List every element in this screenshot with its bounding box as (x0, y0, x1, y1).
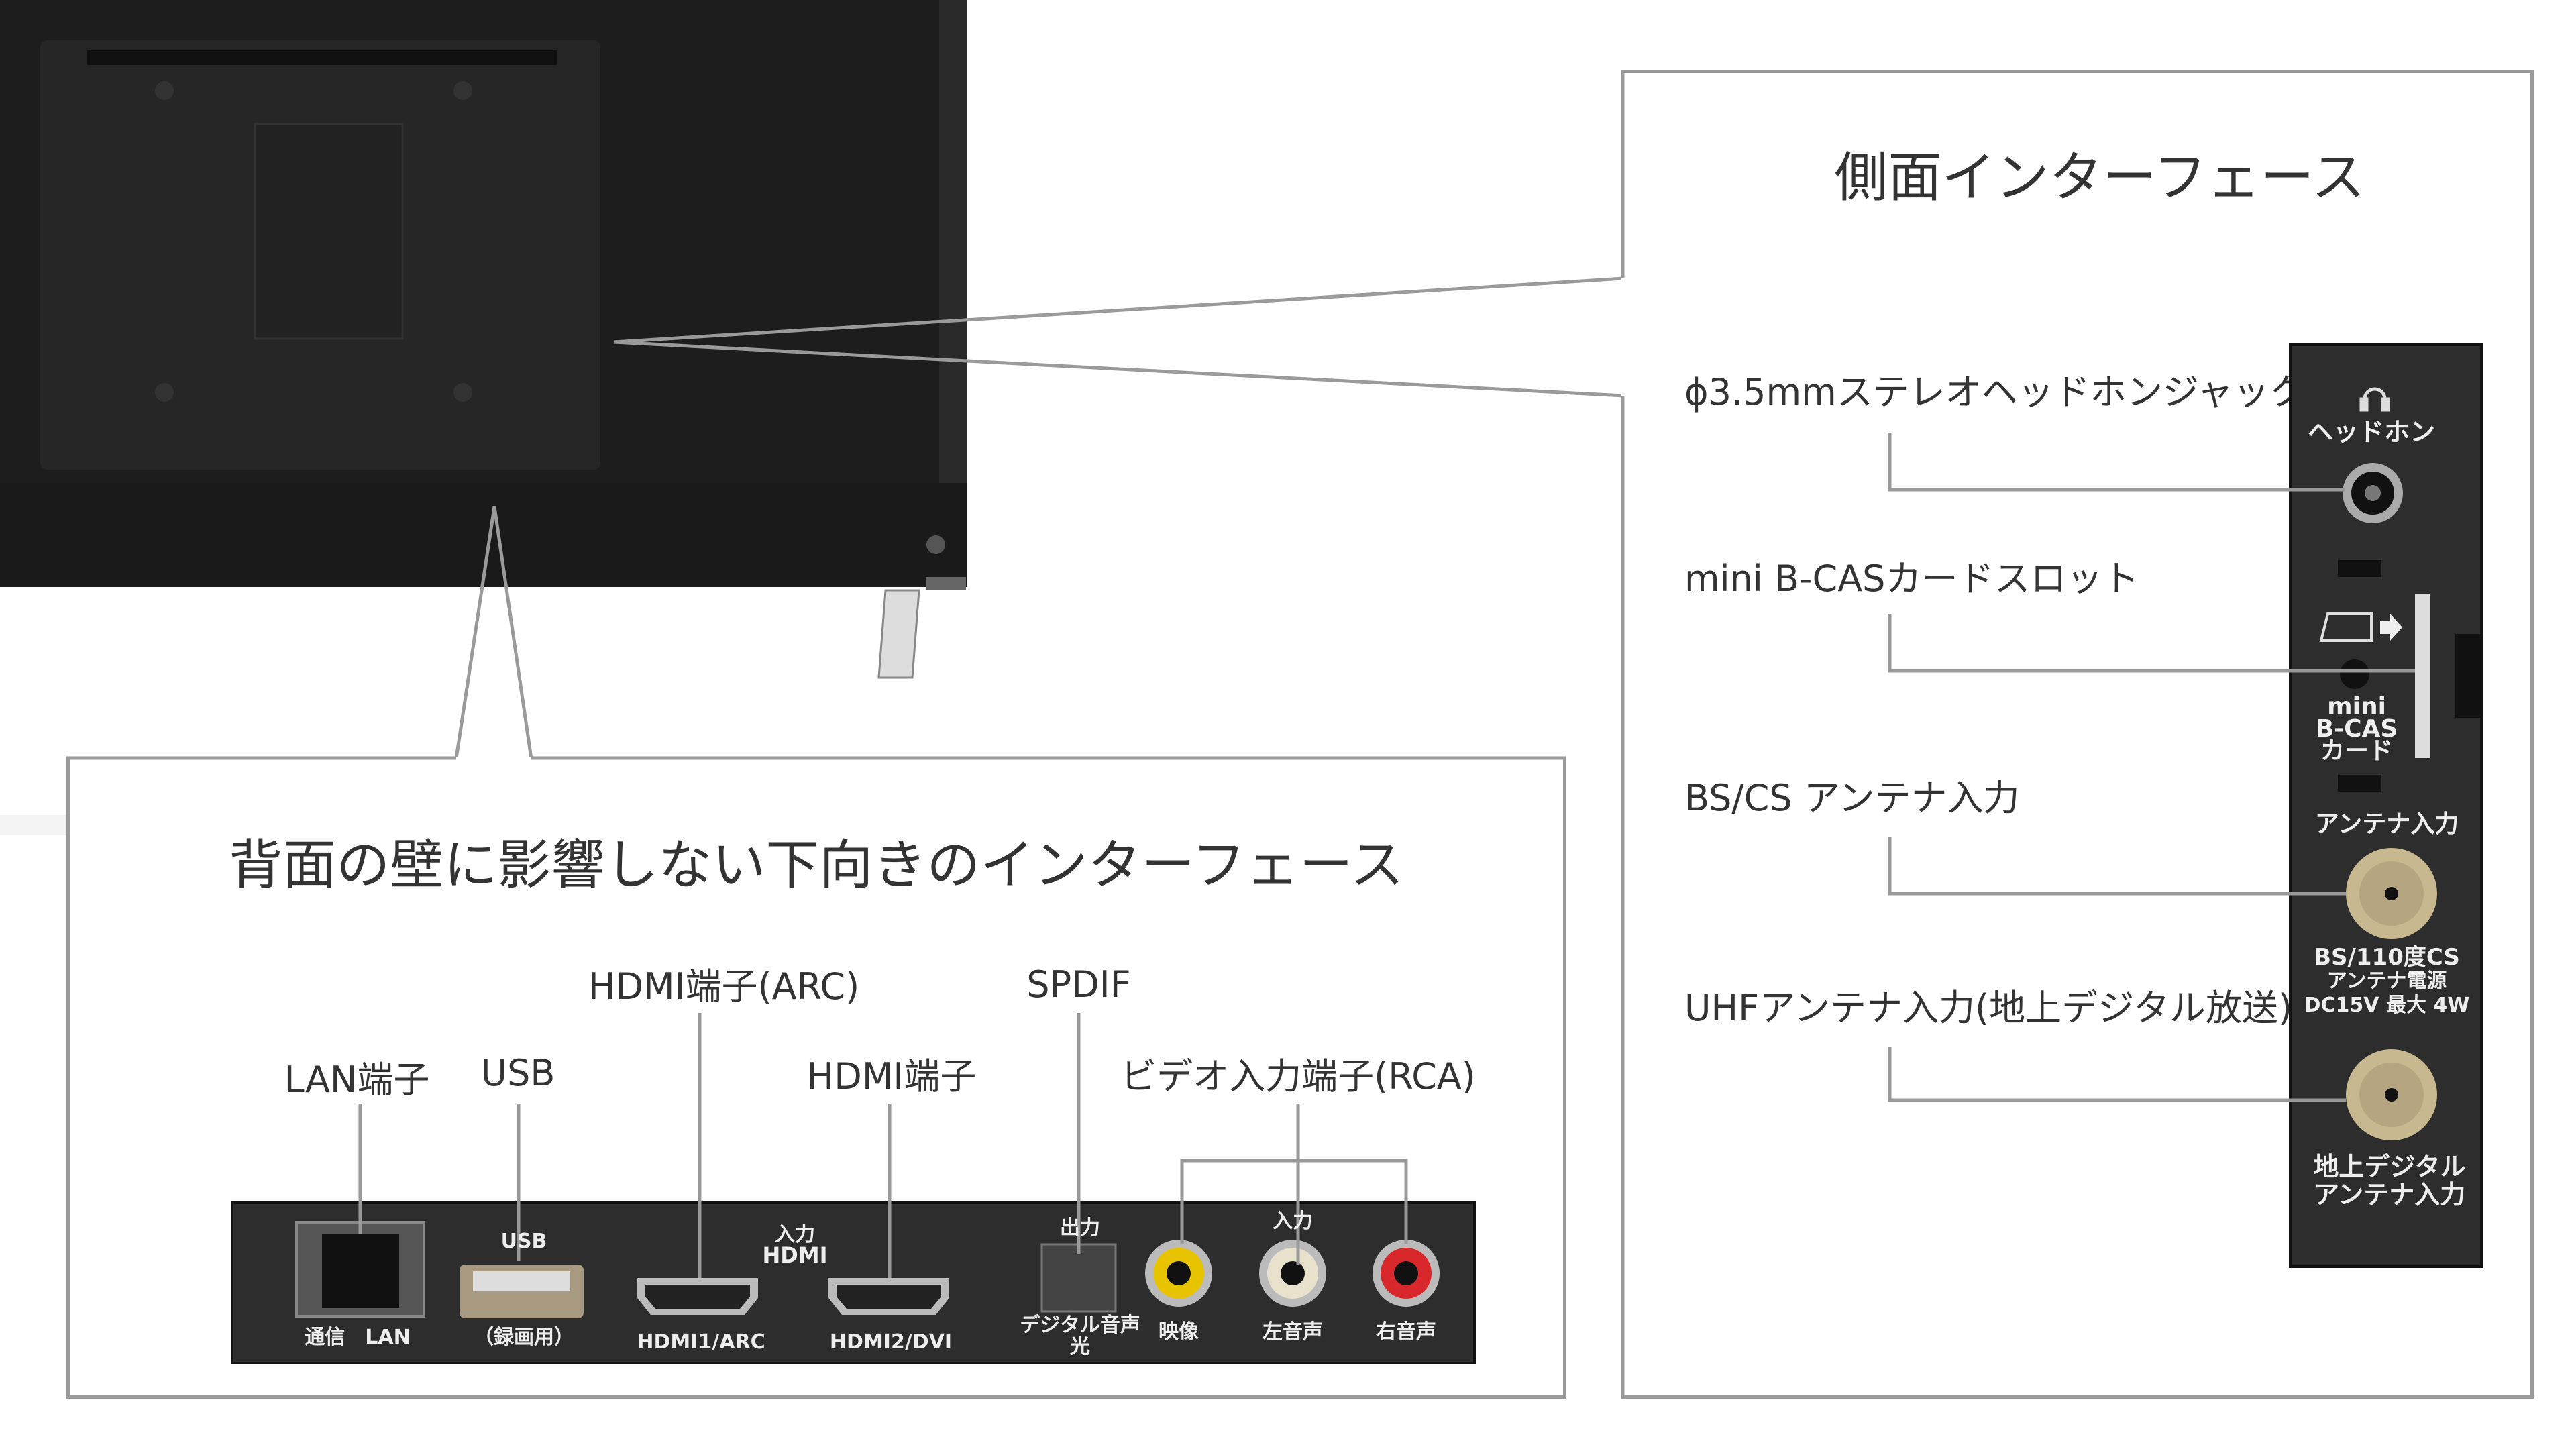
tv-stand-leg (877, 589, 920, 679)
label-rca: ビデオ入力端子(RCA) (1120, 1055, 1476, 1097)
headphone-jack (2343, 463, 2403, 523)
optical-port (1040, 1243, 1117, 1313)
hdmi2-label: HDMI2/DVI (829, 1330, 953, 1354)
bscs-antenna-port (2346, 848, 2437, 939)
bs-power-label-1: BS/110度CS (2314, 944, 2460, 971)
label-uhf: UHFアンテナ入力(地上デジタル放送) (1684, 987, 2293, 1029)
bcas-label-3: カード (2320, 737, 2394, 765)
hdmi1-label: HDMI1/ARC (637, 1330, 765, 1354)
antenna-input-label: アンテナ入力 (2314, 810, 2459, 838)
hdmi-logo: HDMI (762, 1242, 828, 1268)
headphone-port-label: ヘッドホン (2307, 417, 2436, 447)
label-lan: LAN端子 (284, 1059, 430, 1101)
label-hdmi: HDMI端子 (806, 1055, 977, 1097)
label-headphone: ϕ3.5mmステレオヘッドホンジャック (1684, 371, 2306, 413)
label-usb: USB (480, 1052, 555, 1094)
bottom-panel-title: 背面の壁に影響しない下向きのインターフェース (229, 834, 1404, 896)
video-label: 映像 (1159, 1320, 1199, 1344)
label-hdmi-arc: HDMI端子(ARC) (588, 965, 860, 1008)
bcas-label-1: mini (2327, 693, 2386, 720)
spdif-digital-label: デジタル音声 (1020, 1313, 1140, 1337)
label-spdif: SPDIF (1026, 963, 1131, 1006)
bottom-leader-lines (358, 1013, 1408, 1278)
lan-port-label: 通信 LAN (305, 1326, 411, 1349)
card-icon (2319, 612, 2373, 642)
uhf-antenna-port (2346, 1049, 2437, 1140)
uhf-label-2: アンテナ入力 (2313, 1180, 2466, 1210)
bs-power-label-2: アンテナ電源 (2326, 969, 2447, 993)
hdmi-input-label: 入力 (775, 1223, 815, 1246)
spdif-optical-label: 光 (1070, 1335, 1090, 1358)
label-bscs: BS/CS アンテナ入力 (1684, 777, 2020, 819)
side-leader-lines (1888, 433, 2415, 1102)
rca-input-label: 入力 (1273, 1210, 1313, 1233)
rca-video-port (1145, 1240, 1212, 1307)
callout-bottom (454, 506, 533, 759)
rca-right-audio-port (1373, 1240, 1440, 1307)
spdif-output-label: 出力 (1060, 1216, 1100, 1240)
usb-record-label: （録画用） (474, 1326, 574, 1349)
rca-left-audio-port (1259, 1240, 1326, 1307)
bs-power-label-3: DC15V 最大 4W (2304, 994, 2470, 1017)
callout-side (613, 276, 1624, 398)
right-audio-label: 右音声 (1376, 1320, 1436, 1344)
headphone-icon (2359, 387, 2390, 412)
bcas-slot (2415, 594, 2430, 758)
side-panel-title: 側面インターフェース (1834, 146, 2365, 209)
usb-port-label: USB (500, 1230, 547, 1253)
label-bcas: mini B-CASカードスロット (1684, 557, 2139, 600)
arrow-right-icon (2380, 614, 2402, 641)
bcas-label-2: B-CAS (2315, 715, 2398, 743)
left-audio-label: 左音声 (1263, 1320, 1323, 1344)
uhf-label-1: 地上デジタル (2313, 1152, 2466, 1181)
